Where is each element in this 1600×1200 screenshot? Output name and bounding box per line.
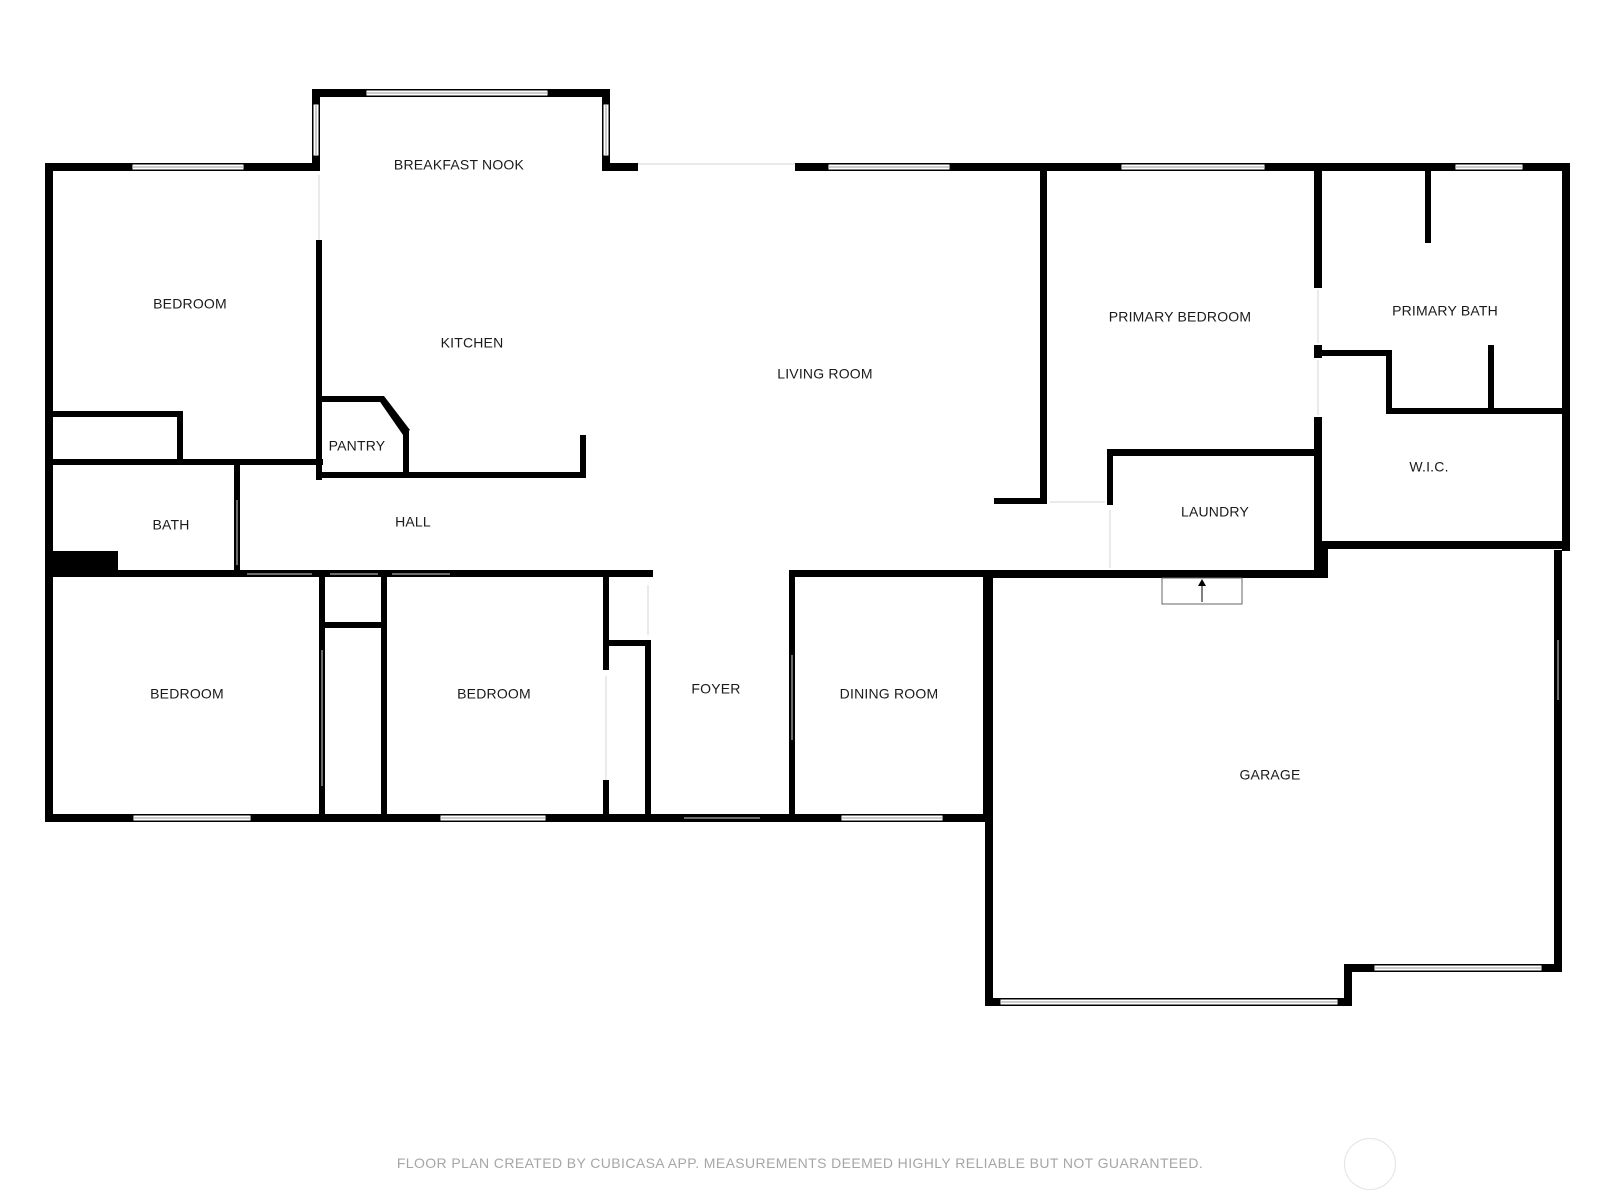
wall [603, 780, 609, 822]
window [999, 998, 1339, 1006]
room-label-primary-bath: PRIMARY BATH [1392, 303, 1498, 319]
window [1454, 163, 1524, 171]
window [840, 814, 944, 822]
wall [1386, 408, 1566, 414]
room-label-wic: W.I.C. [1409, 459, 1448, 475]
wall [316, 396, 380, 402]
windows [131, 89, 1543, 1006]
room-label-primary-bedroom: PRIMARY BEDROOM [1109, 309, 1252, 325]
wall [1314, 350, 1392, 356]
wall [177, 411, 183, 463]
logo-watermark-icon [1344, 1138, 1396, 1190]
wall [983, 576, 991, 822]
room-label-living-room: LIVING ROOM [777, 366, 873, 382]
room-label-dining-room: DINING ROOM [840, 686, 939, 702]
room-label-laundry: LAUNDRY [1181, 504, 1250, 520]
window [439, 814, 547, 822]
wall [1107, 449, 1320, 456]
room-label-bath: BATH [152, 517, 189, 533]
window [1120, 163, 1266, 171]
footer-disclaimer: FLOOR PLAN CREATED BY CUBICASA APP. MEAS… [396, 1155, 1204, 1171]
room-labels: BREAKFAST NOOK BEDROOM KITCHEN LIVING RO… [150, 157, 1498, 783]
wall [1040, 163, 1047, 503]
room-label-garage: GARAGE [1239, 767, 1300, 783]
window [131, 163, 245, 171]
wall [45, 163, 53, 822]
wall [1322, 541, 1566, 549]
room-label-bedroom-nw: BEDROOM [153, 296, 227, 312]
wall [1320, 541, 1328, 578]
wall [403, 430, 409, 478]
wall [1425, 163, 1431, 243]
wall [994, 498, 1047, 504]
wall [1386, 350, 1392, 414]
room-label-hall: HALL [395, 514, 431, 530]
wall [53, 411, 183, 417]
wall [53, 459, 323, 465]
wall [603, 640, 651, 646]
window [312, 103, 320, 157]
step-arrow-head [1198, 579, 1206, 586]
walls [45, 89, 1570, 1006]
wall [1562, 163, 1570, 551]
room-label-foyer: FOYER [691, 681, 740, 697]
room-label-bedroom-s: BEDROOM [457, 686, 531, 702]
window [827, 163, 951, 171]
wall [1554, 550, 1562, 972]
wall [376, 396, 410, 435]
wall [1314, 449, 1322, 578]
wall [316, 240, 322, 480]
wall [381, 570, 387, 822]
wall [580, 435, 586, 478]
wall [1488, 345, 1494, 414]
wall [1107, 449, 1113, 505]
room-label-breakfast-nook: BREAKFAST NOOK [394, 157, 525, 173]
room-label-kitchen: KITCHEN [441, 335, 504, 351]
window [132, 814, 252, 822]
wall [789, 570, 989, 577]
wall [1344, 964, 1352, 1006]
wall [319, 622, 382, 628]
window [1373, 964, 1543, 972]
wall [316, 472, 586, 478]
wall [645, 640, 651, 822]
room-label-pantry: PANTRY [329, 438, 386, 454]
wall [602, 163, 638, 171]
window [365, 89, 549, 97]
room-label-bedroom-sw: BEDROOM [150, 686, 224, 702]
openings [236, 163, 1559, 819]
wall [1314, 163, 1322, 288]
wall [1314, 417, 1322, 457]
wall [603, 570, 609, 670]
window [602, 103, 610, 157]
wall [983, 570, 1323, 578]
